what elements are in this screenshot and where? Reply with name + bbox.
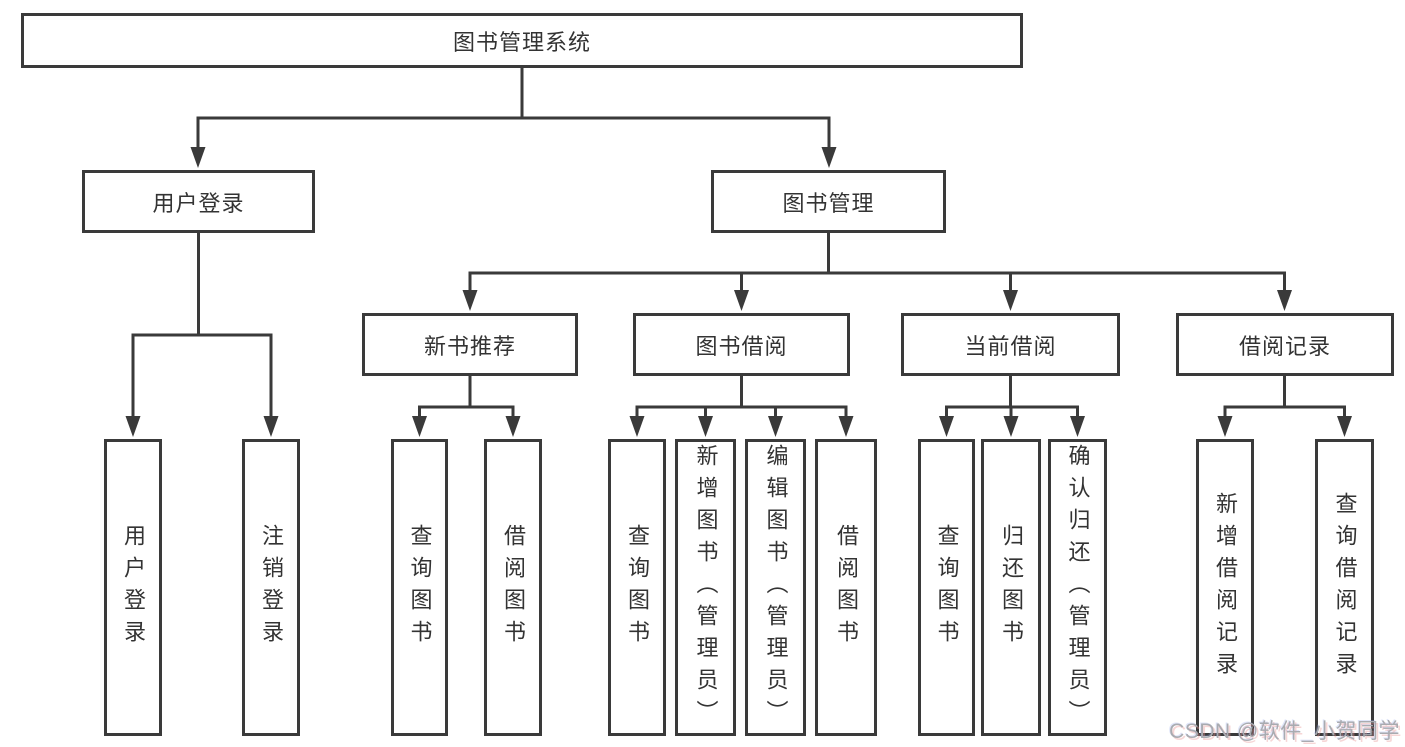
node-leaf-return-books: 归还图书 [981, 439, 1041, 736]
node-leaf-query-books-borrow: 查询图书 [608, 439, 666, 736]
node-book-borrow: 图书借阅 [633, 313, 850, 376]
node-leaf-confirm-return-admin: 确认归还（管理员） [1048, 439, 1107, 736]
csdn-watermark: CSDN @软件_小贺同学 [1169, 720, 1400, 743]
node-user-login: 用户登录 [82, 170, 315, 233]
node-leaf-add-books-admin: 新增图书（管理员） [675, 439, 736, 736]
node-current-borrow: 当前借阅 [901, 313, 1120, 376]
node-leaf-query-borrow-record: 查询借阅记录 [1315, 439, 1374, 736]
node-leaf-borrow-books: 借阅图书 [815, 439, 877, 736]
node-leaf-user-login: 用户登录 [104, 439, 162, 736]
node-leaf-query-books-recommend: 查询图书 [391, 439, 448, 736]
node-leaf-edit-books-admin: 编辑图书（管理员） [745, 439, 806, 736]
node-new-book-recommend: 新书推荐 [362, 313, 578, 376]
node-root-system: 图书管理系统 [21, 13, 1023, 68]
node-book-management: 图书管理 [711, 170, 946, 233]
node-leaf-add-borrow-record: 新增借阅记录 [1196, 439, 1254, 736]
node-leaf-borrow-books-recommend: 借阅图书 [484, 439, 542, 736]
node-leaf-logout: 注销登录 [242, 439, 300, 736]
node-borrow-record: 借阅记录 [1176, 313, 1394, 376]
node-leaf-query-books-current: 查询图书 [918, 439, 975, 736]
